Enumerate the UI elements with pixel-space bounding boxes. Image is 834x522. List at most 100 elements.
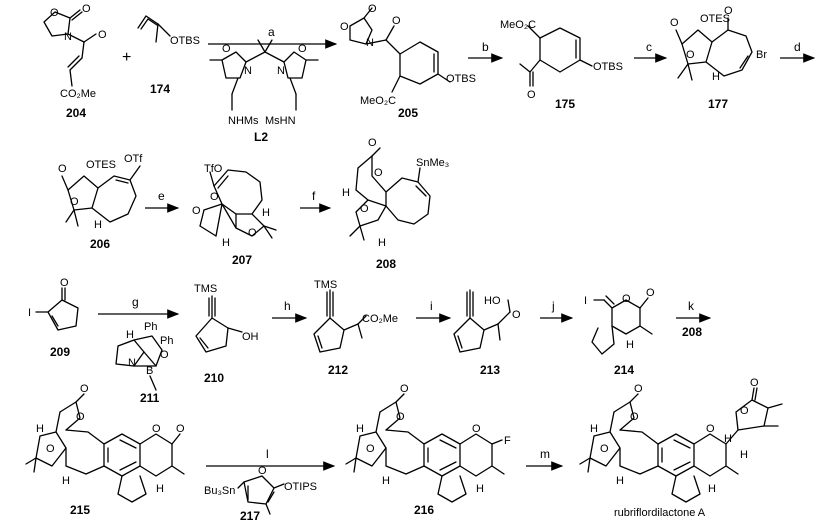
atom-label: H: [724, 433, 732, 445]
compound-number: 175: [555, 97, 575, 111]
compound-209: O I 209: [28, 277, 79, 359]
atom-label: HO: [484, 295, 501, 307]
atom-label: H: [262, 207, 270, 219]
arrow-h: h: [272, 299, 308, 323]
arrow-c: c: [634, 40, 668, 63]
arrow-label: i: [430, 299, 433, 313]
compound-number: 211: [140, 391, 160, 405]
atom-label: Bu₃Sn: [204, 485, 235, 497]
arrow-label: g: [132, 295, 139, 309]
compound-number: 212: [328, 363, 348, 377]
arrow-l: l: [206, 447, 336, 471]
atom-label: O: [670, 17, 679, 29]
atom-label: SnMe₃: [416, 157, 449, 169]
atom-label: O: [58, 163, 67, 175]
compound-214: I O O H 214: [584, 287, 655, 377]
atom-label: OTES: [700, 13, 730, 25]
atom-label: O: [472, 423, 481, 435]
compound-number: 205: [398, 106, 418, 120]
arrow-label: b: [482, 40, 489, 54]
atom-label: O: [646, 287, 655, 299]
atom-label: O: [634, 383, 643, 395]
atom-label: O: [50, 7, 59, 19]
atom-label: O: [152, 423, 161, 435]
atom-label: OH: [242, 331, 259, 343]
atom-label: I: [28, 307, 31, 319]
plus-sign: +: [122, 49, 131, 66]
compound-216: O O H O H O F H 216: [345, 383, 511, 517]
atom-label: O: [396, 411, 405, 423]
arrow-k: k 208: [676, 299, 712, 339]
arrow-label: f: [312, 189, 316, 203]
compound-206: O OTES OTf O H 206: [58, 153, 143, 251]
atom-label: OTBS: [446, 73, 476, 85]
compound-number: 217: [240, 509, 260, 522]
compound-number: 208: [376, 257, 396, 271]
compound-L2: O N N O NHMs MsHN L2: [209, 39, 319, 144]
atom-label: CO₂Me: [60, 88, 96, 100]
atom-label: H: [740, 449, 748, 461]
atom-label: N: [244, 65, 252, 77]
atom-label: O: [258, 465, 267, 477]
atom-label: TMS: [194, 283, 217, 295]
compound-174: OTBS 174: [137, 15, 200, 96]
compound-number: rubriflordilactone A: [614, 507, 706, 519]
arrow-f: f: [300, 189, 332, 213]
compound-177: O OTES O O H Br 177: [670, 5, 767, 111]
atom-label: O: [60, 277, 69, 289]
compound-212: TMS CO₂Me 212: [313, 279, 398, 377]
compound-208: O O SnMe₃ H O H 208: [342, 137, 449, 271]
atom-label: H: [156, 483, 164, 495]
atom-label: OTBS: [170, 35, 200, 47]
compound-rubriflordilactone-a: O O H O H O O O H H H rubriflordilactone…: [579, 377, 783, 519]
atom-label: O: [70, 196, 79, 208]
atom-label: O: [512, 309, 521, 321]
compound-number: 210: [204, 371, 224, 385]
atom-label: H: [616, 475, 624, 487]
atom-label: O: [80, 383, 89, 395]
compound-205: O O N O MeO₂C OTBS 205: [340, 3, 476, 120]
arrow-e: e: [145, 189, 180, 213]
compound-210: TMS OH 210: [194, 283, 259, 385]
atom-label: H: [62, 475, 70, 487]
atom-label: O: [750, 377, 759, 389]
compound-211: H Ph Ph O N B 211: [115, 321, 173, 405]
compound-number: 209: [50, 345, 70, 359]
compound-number: 207: [232, 253, 252, 267]
atom-label: CO₂Me: [362, 313, 398, 325]
atom-label: O: [98, 29, 107, 41]
atom-label: O: [686, 49, 695, 61]
atom-label: H: [382, 475, 390, 487]
atom-label: H: [94, 219, 102, 231]
atom-label: N: [64, 31, 72, 43]
atom-label: O: [706, 423, 715, 435]
atom-label: O: [340, 21, 349, 33]
arrow-reagent: 208: [682, 325, 702, 339]
atom-label: N: [277, 65, 285, 77]
atom-label: OTf: [124, 153, 143, 165]
atom-label: H: [626, 339, 634, 351]
atom-label: O: [630, 411, 639, 423]
atom-label: MsHN: [265, 115, 296, 127]
atom-label: I: [584, 295, 587, 307]
atom-label: O: [368, 137, 377, 149]
arrow-b: b: [468, 40, 504, 63]
atom-label: O: [392, 15, 401, 27]
atom-label: H: [222, 237, 230, 249]
atom-label: O: [192, 205, 201, 217]
atom-label: O: [76, 411, 85, 423]
atom-label: Ph: [144, 321, 157, 333]
atom-label: H: [378, 237, 386, 249]
compound-number: 204: [66, 106, 86, 120]
atom-label: O: [368, 3, 377, 15]
compound-207: TfO O O H O H 207: [192, 163, 277, 267]
arrow-d: d: [780, 40, 816, 63]
atom-label: H: [708, 483, 716, 495]
compound-number: 214: [614, 363, 634, 377]
arrow-label: h: [284, 299, 291, 313]
arrow-m: m: [526, 447, 564, 471]
compound-204: O O N O CO₂Me 204: [43, 3, 107, 120]
compound-number: 215: [70, 503, 90, 517]
compound-213: HO O 213: [453, 289, 521, 377]
